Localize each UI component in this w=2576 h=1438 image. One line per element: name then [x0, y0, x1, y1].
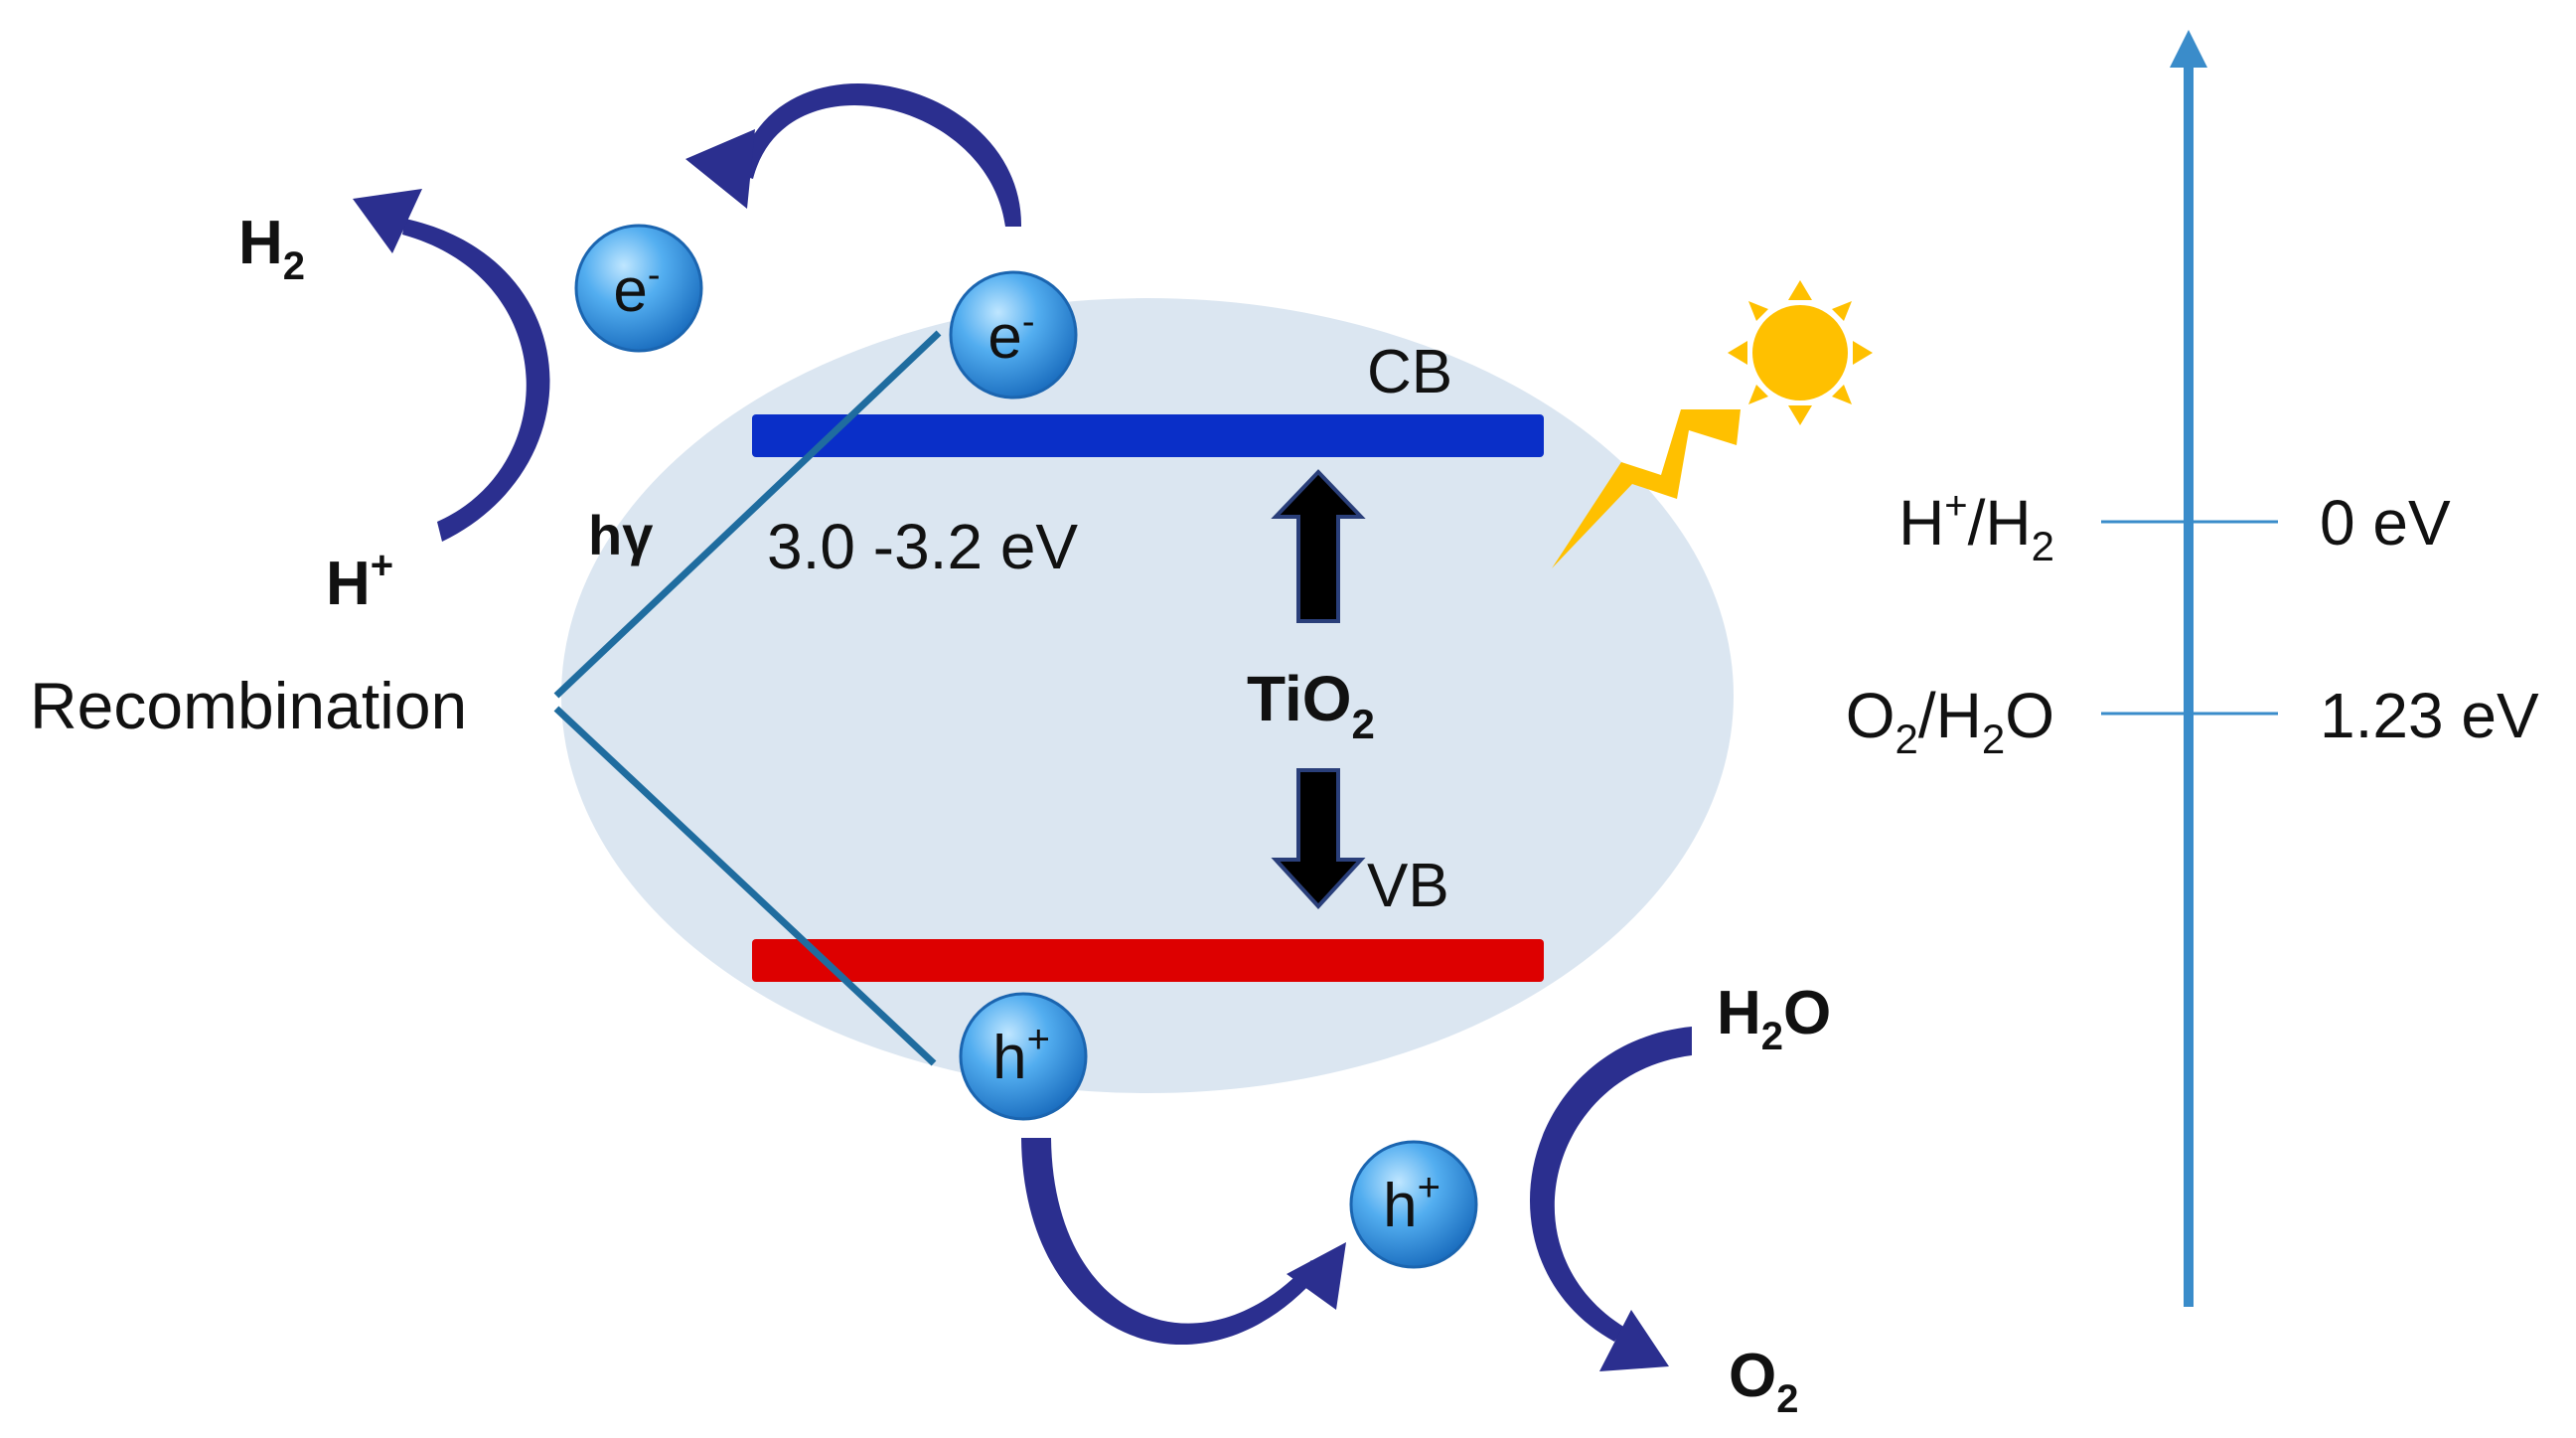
hole-transfer-arrow [1021, 1138, 1321, 1346]
cb-label: CB [1367, 338, 1452, 406]
energy-scale [2101, 30, 2278, 1307]
h-plus-h2-couple-label: H+/H2 [1898, 484, 2054, 569]
svg-text:e-: e- [613, 254, 660, 325]
h-plus-h2-potential-label: 0 eV [2320, 487, 2451, 559]
bandgap-label: 3.0 -3.2 eV [767, 511, 1078, 582]
electron-transfer-arrow [737, 83, 1022, 227]
oxidation-arrow [1529, 1027, 1692, 1342]
scale-arrowhead-icon [2170, 30, 2207, 68]
svg-text:e-: e- [987, 301, 1034, 372]
down-arrow-icon [1271, 768, 1366, 909]
vb-label: VB [1367, 852, 1449, 920]
svg-text:h+: h+ [1383, 1166, 1440, 1240]
h2o-reactant-label: H2O [1717, 979, 1831, 1058]
svg-text:h+: h+ [992, 1018, 1050, 1092]
curved-arrows [353, 83, 1692, 1371]
electron-transferred: e- [574, 224, 703, 353]
h-plus-label: H+ [326, 544, 393, 618]
o2-h2o-potential-label: 1.23 eV [2320, 680, 2539, 751]
recombination-label: Recombination [30, 669, 467, 742]
tio2-particle-ellipse [561, 298, 1734, 1093]
hole-in-vb: h+ [959, 992, 1088, 1121]
electron-in-cb: e- [949, 270, 1078, 399]
lightning-bolt-icon [1552, 409, 1741, 568]
excitation-lines [553, 330, 942, 1066]
conduction-band [752, 414, 1544, 457]
valence-band [752, 939, 1544, 982]
reduction-arrow [402, 219, 550, 542]
sun-icon [1728, 280, 1873, 425]
up-arrow-icon [1271, 469, 1366, 623]
h2-product-label: H2 [238, 209, 305, 288]
tio2-label: TiO2 [1247, 663, 1375, 747]
o2-product-label: O2 [1729, 1342, 1798, 1421]
photon-label: hγ [588, 504, 653, 566]
o2-h2o-couple-label: O2/H2O [1846, 680, 2054, 762]
hole-transferred: h+ [1349, 1140, 1478, 1269]
